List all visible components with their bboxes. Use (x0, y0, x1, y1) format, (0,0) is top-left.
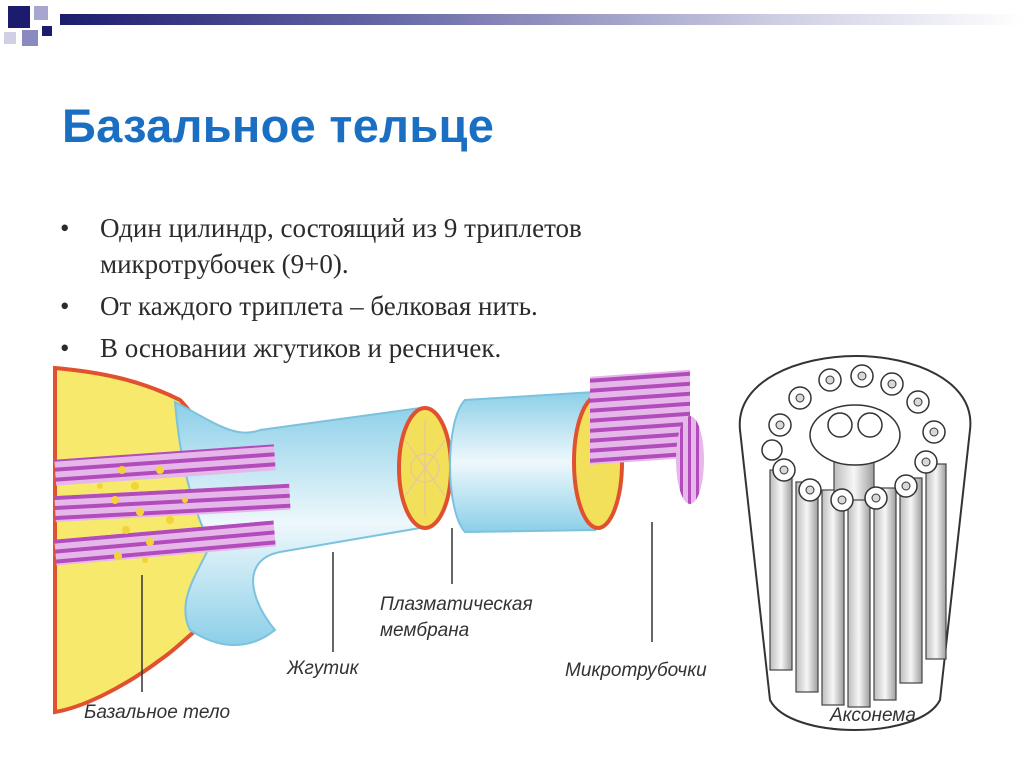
label-membrane-line2: мембрана (380, 620, 469, 641)
bullet-marker: • (60, 210, 69, 246)
deco-square (42, 26, 52, 36)
label-membrane-line1: Плазматическая (380, 594, 533, 615)
deco-square (4, 32, 16, 44)
bullet-item: • Один цилиндр, состоящий из 9 триплетов … (60, 210, 740, 282)
slide-title: Базальное тельце (62, 98, 494, 153)
basal-microtubules (54, 444, 290, 565)
bullet-item: • От каждого триплета – белковая нить. (60, 288, 740, 324)
deco-square (8, 6, 30, 28)
label-microtubules: Микротрубочки (565, 660, 707, 681)
bullet-text: От каждого триплета – белковая нить. (100, 291, 538, 321)
axoneme-3d-drawing (740, 356, 971, 730)
header-gradient-bar (60, 14, 1024, 25)
label-axoneme: Аксонема (829, 705, 916, 726)
basal-body-diagram: Базальное тело Жгутик Плазматическая мем… (0, 355, 1024, 767)
slide-decoration (0, 0, 1024, 60)
bullet-text: Один цилиндр, состоящий из 9 триплетов м… (100, 213, 582, 279)
bullet-list: • Один цилиндр, состоящий из 9 триплетов … (60, 210, 740, 372)
deco-square (34, 6, 48, 20)
label-flagellum: Жгутик (286, 658, 360, 679)
deco-square (22, 30, 38, 46)
flagellum-cross-section (399, 408, 451, 528)
bullet-marker: • (60, 288, 69, 324)
label-basal-body: Базальное тело (84, 702, 230, 723)
